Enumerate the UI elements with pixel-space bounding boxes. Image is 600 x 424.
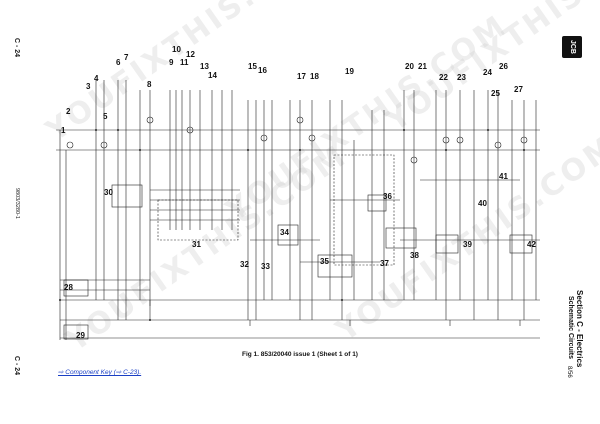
component-21: 21 (418, 62, 427, 71)
component-22: 22 (439, 73, 448, 82)
component-18: 18 (310, 72, 319, 81)
component-42: 42 (527, 240, 536, 249)
component-38: 38 (410, 251, 419, 260)
component-10: 10 (172, 45, 181, 54)
component-16: 16 (258, 66, 267, 75)
component-2: 2 (66, 107, 71, 116)
component-4: 4 (94, 74, 99, 83)
component-17: 17 (297, 72, 306, 81)
component-15: 15 (248, 62, 257, 71)
component-19: 19 (345, 67, 354, 76)
component-35: 35 (320, 257, 329, 266)
component-8: 8 (147, 80, 152, 89)
component-28: 28 (64, 283, 73, 292)
component-26: 26 (499, 62, 508, 71)
component-37: 37 (380, 259, 389, 268)
component-30: 30 (104, 188, 113, 197)
component-7: 7 (124, 53, 129, 62)
component-39: 39 (463, 240, 472, 249)
component-31: 31 (192, 240, 201, 249)
component-34: 34 (280, 228, 289, 237)
component-20: 20 (405, 62, 414, 71)
component-23: 23 (457, 73, 466, 82)
component-5: 5 (103, 112, 108, 121)
component-14: 14 (208, 71, 217, 80)
component-33: 33 (261, 262, 270, 271)
component-6: 6 (116, 58, 121, 67)
component-25: 25 (491, 89, 500, 98)
component-13: 13 (200, 62, 209, 71)
component-36: 36 (383, 192, 392, 201)
figure-caption: Fig 1. 853/20040 issue 1 (Sheet 1 of 1) (242, 351, 358, 358)
component-41: 41 (499, 172, 508, 181)
component-1: 1 (61, 126, 66, 135)
component-3: 3 (86, 82, 91, 91)
component-24: 24 (483, 68, 492, 77)
jcb-logo: JCB (562, 36, 582, 58)
component-key-link[interactable]: ⇨ Component Key (⇨ C-23). (58, 369, 142, 376)
component-27: 27 (514, 85, 523, 94)
component-32: 32 (240, 260, 249, 269)
component-11: 11 (180, 58, 189, 67)
component-40: 40 (478, 199, 487, 208)
component-12: 12 (186, 50, 195, 59)
component-9: 9 (169, 58, 174, 67)
component-29: 29 (76, 331, 85, 340)
